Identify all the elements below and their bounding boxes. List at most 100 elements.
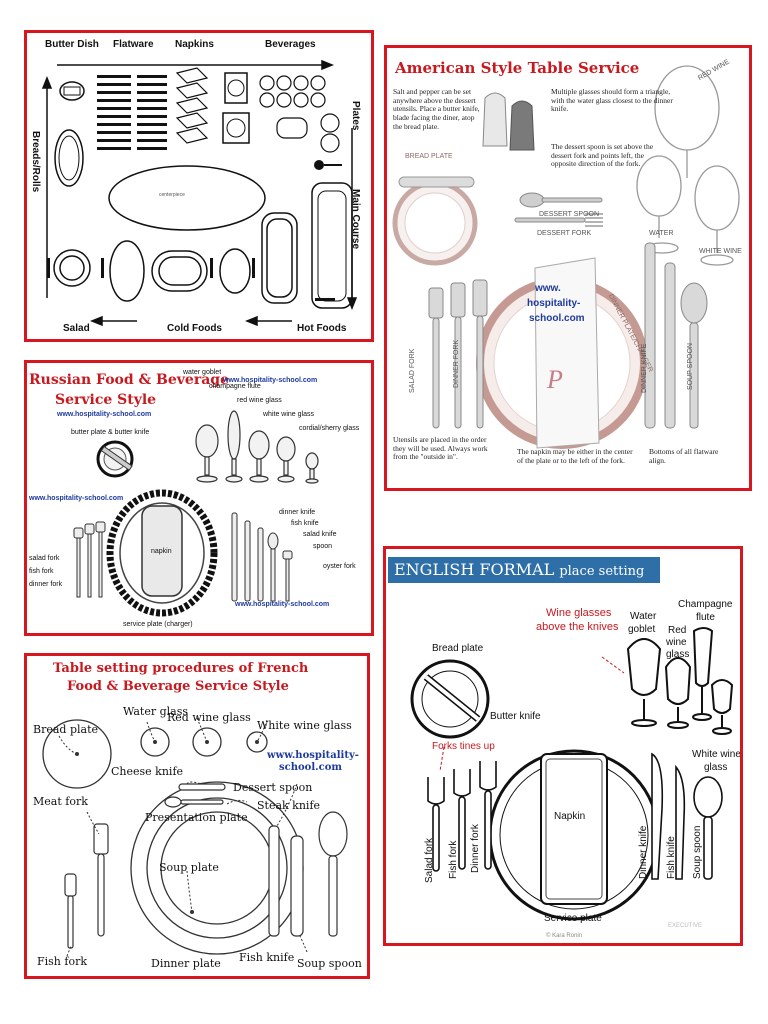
english-dinner-knife-label: Dinner knife (638, 825, 649, 879)
french-title-line2: Food & Beverage Service Style (67, 679, 289, 694)
wine-note-line2: above the knives (536, 621, 619, 633)
english-fish-fork-label: Fish fork (448, 840, 459, 879)
cordial-glass-label: cordial/sherry glass (299, 425, 360, 432)
dessert-spoon-label: DESSERT SPOON (539, 211, 600, 218)
champagne-line1: Champagne (678, 599, 733, 610)
english-dinner-fork-label: Dinner fork (470, 824, 481, 873)
flatware-label: Flatware (113, 39, 154, 50)
russian-site-top[interactable]: www.hospitality-school.com (57, 411, 152, 418)
russian-title-line1: Russian Food & Beverage (29, 372, 229, 388)
water-label: WATER (649, 230, 674, 237)
water-goblet-line1: Water (630, 611, 657, 622)
napkin-note: The napkin may be either in the center o… (517, 447, 633, 465)
english-title-bold: ENGLISH FORMAL (394, 560, 555, 579)
napkin-label: napkin (151, 548, 172, 555)
beverages-label: Beverages (265, 39, 316, 50)
russian-site-bottom[interactable]: www.hospitality-school.com (235, 601, 330, 608)
napkins-label: Napkins (175, 39, 214, 50)
napkin-link-line1[interactable]: www. (535, 283, 561, 294)
russian-salad-fork-label: salad fork (29, 555, 60, 562)
french-site-line2[interactable]: school.com (279, 762, 342, 773)
forks-note: Forks tines up (432, 741, 495, 752)
glasses-note: Multiple glasses should form a triangle,… (551, 87, 673, 114)
bread-plate-label: BREAD PLATE (405, 153, 453, 160)
steak-knife-label: Steak knife (257, 799, 321, 812)
english-fish-knife-label: Fish knife (666, 836, 677, 879)
salad-knife-label: salad knife (303, 531, 337, 538)
hot-foods-label: Hot Foods (297, 323, 347, 334)
russian-fish-knife-label: fish knife (291, 520, 319, 527)
english-napkin-label: Napkin (554, 811, 586, 822)
champagne-line2: flute (696, 612, 715, 623)
utensils-note: Utensils are placed in the order they wi… (393, 435, 488, 462)
napkin-link-line2[interactable]: hospitality- (527, 298, 581, 309)
english-service-plate-label: Service plate (544, 913, 602, 924)
russian-style-panel: Russian Food & Beverage Service Style ww… (24, 360, 374, 636)
white-wine-line2: glass (704, 762, 728, 773)
american-soup-spoon-label: SOUP SPOON (687, 343, 694, 390)
russian-illustration (73, 410, 319, 617)
white-wine-line1: White wine (692, 749, 741, 760)
dessert-spoon-label: Dessert spoon (233, 781, 313, 794)
english-bread-plate-label: Bread plate (432, 643, 484, 654)
wine-note-line1: Wine glasses (546, 607, 612, 619)
english-illustration (410, 627, 734, 921)
american-dinner-knife-label: DINNER KNIFE (641, 343, 648, 393)
champagne-flute-label: champagne flute (209, 383, 261, 390)
french-style-panel: Table setting procedures of French Food … (24, 653, 370, 979)
butter-dish-label: Butter Dish (45, 39, 99, 50)
english-title-banner: ENGLISH FORMAL place setting (388, 557, 660, 583)
buffet-illustration (41, 59, 358, 327)
french-white-wine-glass-label: White wine glass (257, 719, 352, 732)
russian-dinner-knife-label: dinner knife (279, 509, 316, 516)
spoon-label: spoon (313, 543, 333, 550)
oyster-fork-label: oyster fork (323, 563, 356, 570)
main-course-label: Main Course (350, 189, 361, 250)
salad-label: Salad (63, 323, 90, 334)
presentation-plate-label: Presentation plate (145, 811, 248, 824)
breads-rolls-label: Breads/Rolls (30, 131, 41, 193)
copyright-label: © Kara Ronin (546, 933, 583, 939)
french-fish-fork-label: Fish fork (37, 955, 87, 968)
butter-plate-label: butter plate & butter knife (71, 429, 150, 436)
svg-text:P: P (546, 365, 563, 394)
french-title-line1: Table setting procedures of French (53, 661, 309, 676)
red-wine-line3: glass (666, 649, 690, 660)
english-salad-fork-label: Salad fork (424, 837, 435, 883)
dessert-spoon-note: The dessert spoon is set above the desse… (551, 142, 654, 169)
french-bread-plate-label: Bread plate (33, 723, 98, 736)
bottoms-note: Bottoms of all flatware align. (649, 447, 719, 465)
english-soup-spoon-label: Soup spoon (692, 825, 703, 879)
napkin-link-line3[interactable]: school.com (529, 313, 585, 324)
american-dinner-fork-label: DINNER FORK (453, 339, 460, 388)
brand-watermark: EXECUTIVE (668, 923, 703, 929)
salt-pepper-note: Salt and pepper can be set anywhere abov… (393, 87, 480, 131)
white-wine-glass-label: white wine glass (263, 411, 314, 418)
butter-knife-label: Butter knife (490, 711, 541, 722)
white-wine-label: WHITE WINE (699, 248, 742, 255)
russian-site-right[interactable]: www.hospitality-school.com (223, 377, 318, 384)
american-style-panel: P American Style Table Service Salt and … (384, 45, 752, 491)
russian-dinner-fork-label: dinner fork (29, 581, 63, 588)
meat-fork-label: Meat fork (33, 795, 88, 808)
cheese-knife-label: Cheese knife (111, 765, 184, 778)
water-goblet-label: water goblet (183, 369, 222, 376)
russian-title-line2: Service Style (55, 392, 157, 408)
russian-site-left[interactable]: www.hospitality-school.com (29, 495, 124, 502)
centerpiece-label: centerpiece (159, 192, 185, 198)
dessert-fork-label: DESSERT FORK (537, 230, 592, 237)
red-wine-line2: wine (666, 637, 687, 648)
english-title-rest: place setting (559, 564, 645, 579)
red-wine-glass-label: red wine glass (237, 397, 282, 404)
english-formal-panel: ENGLISH FORMAL place setting (383, 546, 743, 946)
water-glass-label: Water glass (123, 705, 189, 718)
cold-foods-label: Cold Foods (167, 323, 222, 334)
salad-fork-label: SALAD FORK (409, 348, 416, 393)
french-site-line1[interactable]: www.hospitality- (267, 750, 359, 761)
american-illustration: P (392, 65, 740, 449)
water-goblet-line2: goblet (628, 624, 656, 635)
red-wine-line1: Red (668, 625, 687, 636)
french-dinner-plate-label: Dinner plate (151, 957, 221, 970)
buffet-diagram-panel: Butter Dish Flatware Napkins Beverages P… (24, 30, 374, 342)
russian-fish-fork-label: fish fork (29, 568, 54, 575)
